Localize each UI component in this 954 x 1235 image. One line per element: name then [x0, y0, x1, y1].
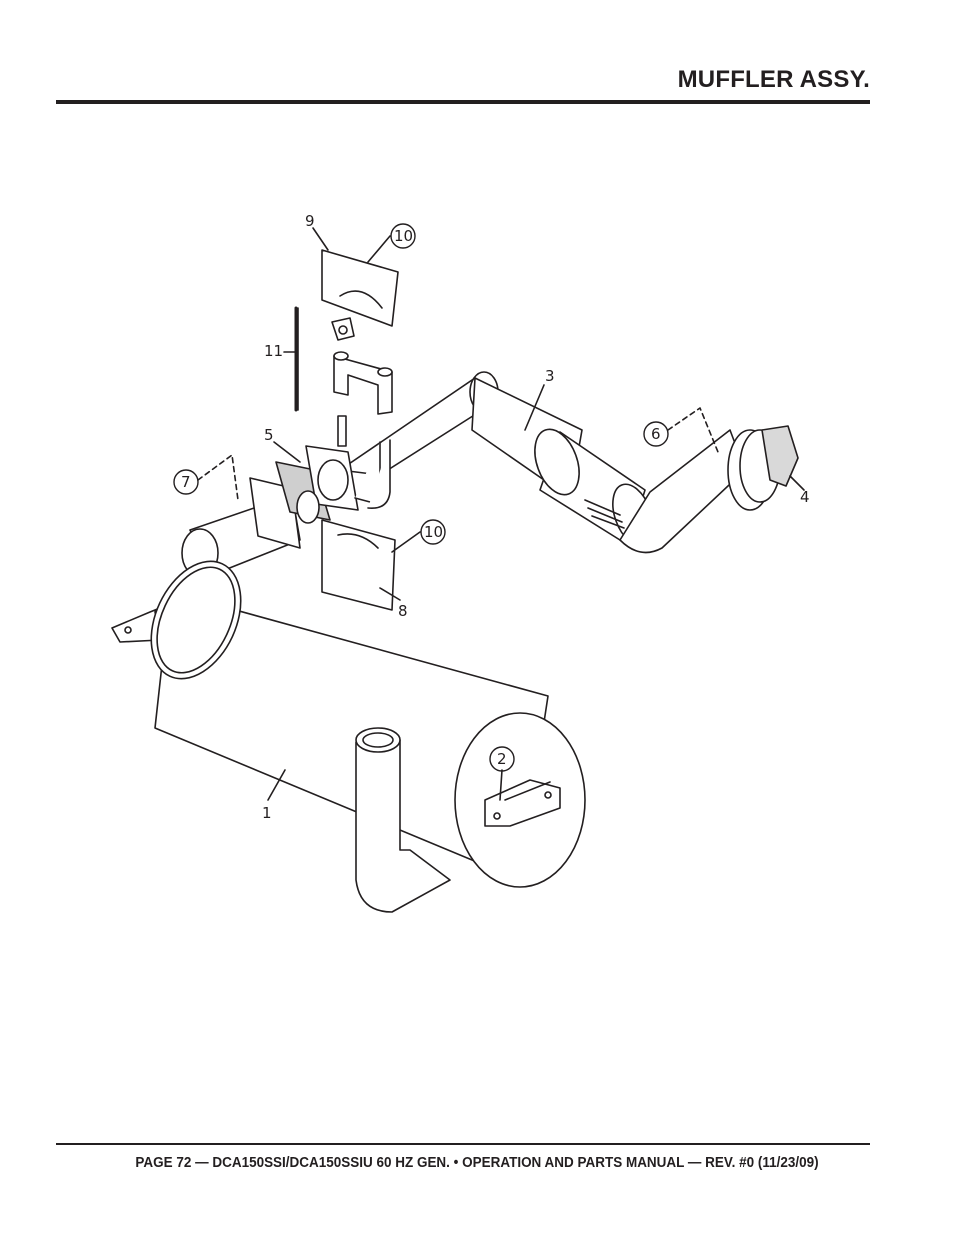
callout-11: 11	[264, 342, 283, 360]
callout-4: 4	[800, 488, 810, 506]
callout-3: 3	[545, 367, 555, 385]
footer-rule	[56, 1143, 870, 1145]
callout-7: 7	[181, 473, 191, 491]
callout-10-lower: 10	[424, 523, 443, 541]
callout-8: 8	[398, 602, 408, 620]
callout-9: 9	[305, 212, 315, 230]
callout-10-upper: 10	[394, 227, 413, 245]
page-title: MUFFLER ASSY.	[677, 66, 870, 93]
callout-1: 1	[262, 804, 272, 822]
clamp-upper	[321, 249, 399, 327]
tail-pipe	[355, 739, 451, 913]
callout-2: 2	[497, 750, 507, 768]
callout-6: 6	[651, 425, 661, 443]
clamp-lower	[321, 519, 396, 611]
header-rule	[56, 100, 870, 104]
page-footer: PAGE 72 — DCA150SSI/DCA150SSIU 60 HZ GEN…	[135, 1155, 819, 1171]
callout-5: 5	[264, 426, 274, 444]
